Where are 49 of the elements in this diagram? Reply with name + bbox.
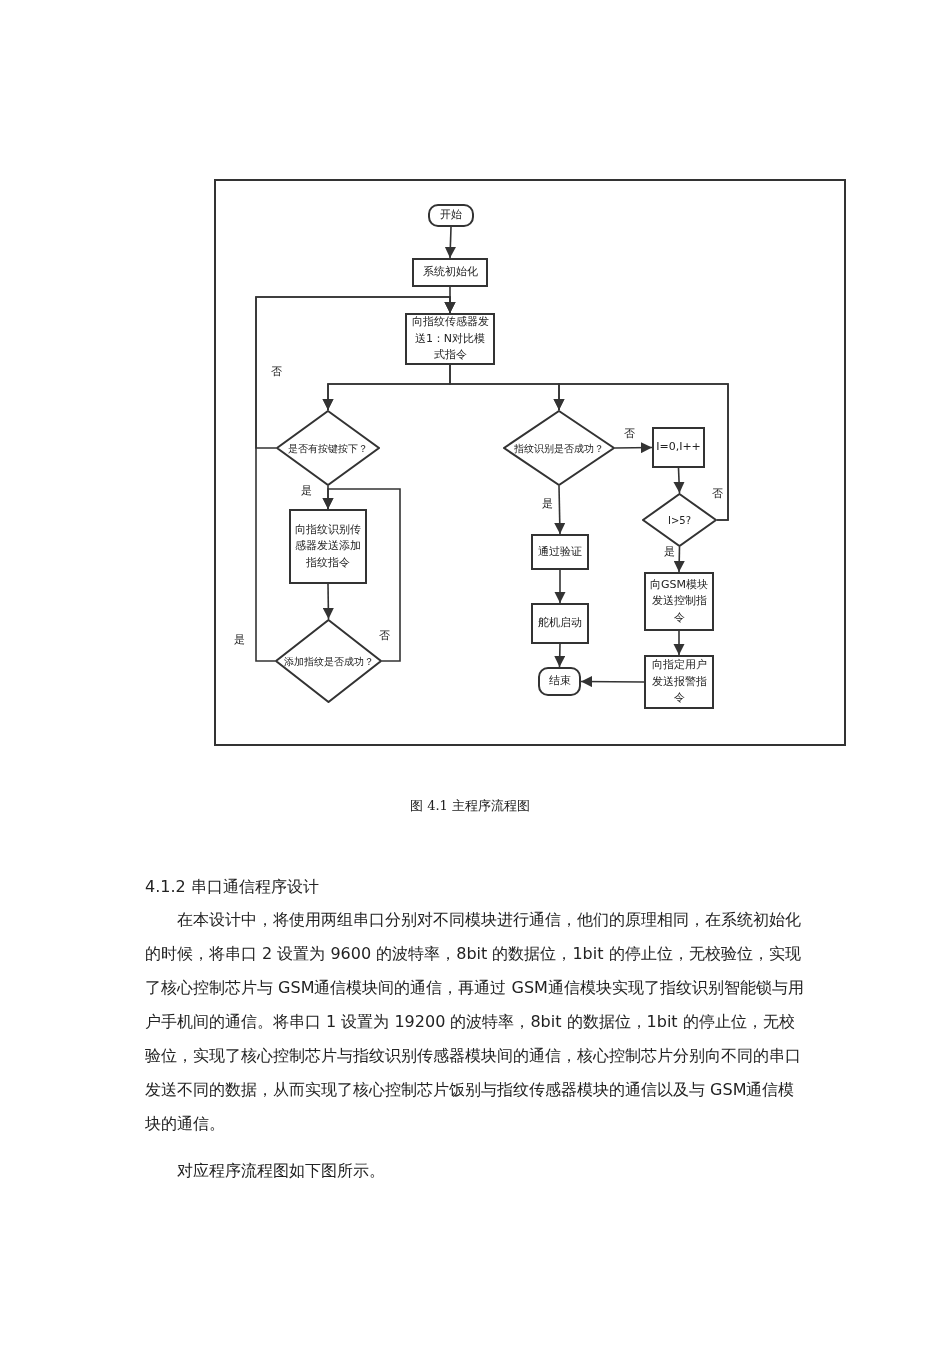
edge-label: 是 <box>541 497 554 510</box>
process-box <box>531 534 589 570</box>
arrow <box>553 383 729 521</box>
process-box <box>289 509 367 584</box>
decision-label: 添加指纹是否成功？ <box>283 654 374 669</box>
arrow <box>580 676 645 688</box>
decision-label: 是否有按键按下？ <box>288 441 368 456</box>
edge-label: 否 <box>270 365 283 378</box>
step-label: 结束 <box>547 673 572 690</box>
edge-label: 是 <box>300 484 313 497</box>
step-label: 通过验证 <box>537 543 583 560</box>
body-paragraph: 在本设计中，将使用两组串口分别对不同模块进行通信，他们的原理相同，在系统初始化的时候，将串口 2 设置为 9600 的波特率，8bit 的数据位，1bit 的停止位，无校验位，实现了核心控制芯片与 GSM通信模块间的通信，再通过 GSM通信模块实现了指纹识别智能锁与用户手机间的通信。将串口 1 设置为 19200 的波特率，8bit 的数据位，1bit 的停止位，无校验位，实现了核心控制芯片与指纹识别传感器模块间的通信，核心控制芯片分别向不同的串口发送不同的数据，从而实现了核心控制芯片饭别与指纹传感器模块的通信以及与 GSM通信模块的通信。 <box>145 909 805 1135</box>
section-heading: 4.1.2 串口通信程序设计 <box>145 876 320 898</box>
arrow <box>322 583 334 620</box>
terminator-box <box>428 204 474 227</box>
edge-label: 是 <box>663 545 676 558</box>
step-label: 向指纹识别传感器发送添加指纹指令 <box>294 521 362 571</box>
arrow <box>673 546 685 573</box>
step-label: 开始 <box>439 207 463 224</box>
body-paragraph: 对应程序流程图如下图所示。 <box>176 1160 386 1182</box>
arrow <box>614 442 653 454</box>
decision-diamond <box>503 410 615 486</box>
arrow <box>554 643 566 668</box>
step-label: 向指定用户发送报警指令 <box>650 657 708 707</box>
arrow <box>444 226 456 259</box>
step-label: I=0,I++ <box>655 439 702 456</box>
decision-diamond <box>276 410 380 486</box>
step-label: 向指纹传感器发送1：N对比模式指令 <box>410 314 490 364</box>
process-box <box>652 427 705 468</box>
decision-label: I>5? <box>668 513 691 528</box>
step-label: 舵机启动 <box>537 615 583 632</box>
process-box <box>531 603 589 644</box>
edge-label: 是 <box>233 633 246 646</box>
edge-label: 否 <box>623 427 636 440</box>
arrow <box>255 296 456 662</box>
process-box <box>644 655 714 709</box>
edge-label: 否 <box>711 487 724 500</box>
terminator-box <box>538 667 581 696</box>
step-label: 向GSM模块发送控制指令 <box>649 576 709 626</box>
arrow <box>673 467 685 494</box>
edge-label: 否 <box>378 629 391 642</box>
decision-label: 指纹识别是否成功？ <box>514 441 604 456</box>
figure-caption: 图 4.1 主程序流程图 <box>409 797 531 815</box>
step-label: 系统初始化 <box>421 264 479 281</box>
arrow <box>673 630 685 656</box>
process-box <box>412 258 488 287</box>
arrow <box>554 485 566 535</box>
arrow <box>554 569 566 604</box>
arrow <box>322 488 401 662</box>
